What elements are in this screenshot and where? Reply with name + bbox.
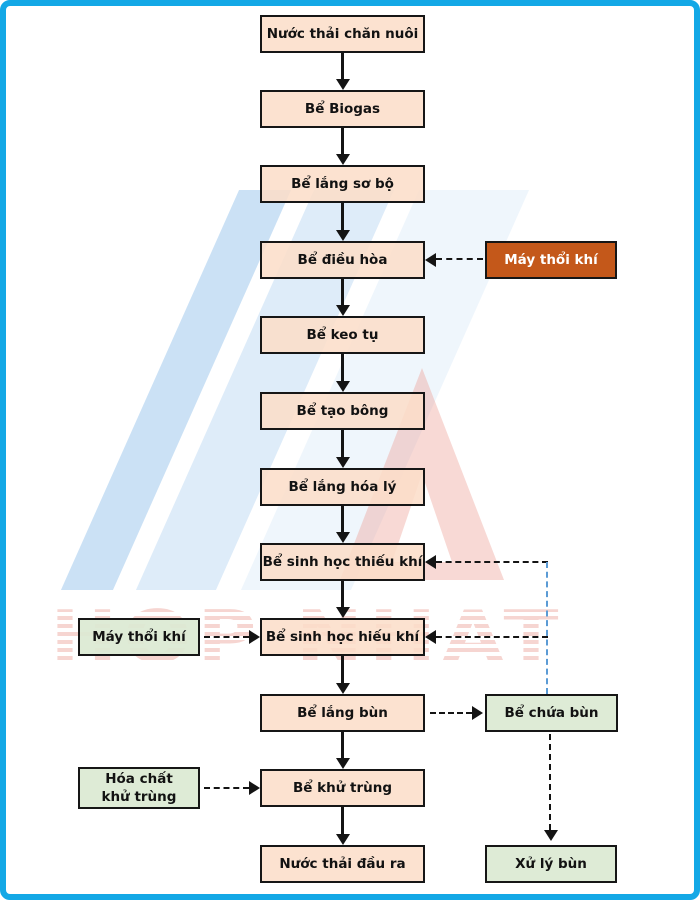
arrow-head bbox=[425, 253, 436, 267]
arrow-head bbox=[336, 532, 350, 543]
arrow-head bbox=[336, 834, 350, 845]
node-physicochemical-settling-tank: Bể lắng hóa lý bbox=[260, 468, 425, 506]
node-equalization-tank: Bể điều hòa bbox=[260, 241, 425, 279]
dashed-connector bbox=[436, 258, 483, 260]
flow-arrow bbox=[341, 279, 344, 305]
dashed-connector bbox=[549, 734, 551, 830]
node-flocculation-tank: Bể tạo bông bbox=[260, 392, 425, 430]
dashed-connector bbox=[436, 636, 548, 638]
node-effluent-output: Nước thải đầu ra bbox=[260, 845, 425, 883]
dashed-connector bbox=[436, 561, 548, 563]
node-sludge-treatment: Xử lý bùn bbox=[485, 845, 617, 883]
arrow-head bbox=[544, 830, 558, 841]
node-sludge-storage-tank: Bể chứa bùn bbox=[485, 694, 618, 732]
flow-arrow bbox=[341, 354, 344, 381]
arrow-head bbox=[336, 683, 350, 694]
node-air-blower-aerobic: Máy thổi khí bbox=[78, 618, 200, 656]
sludge-recycle-line bbox=[546, 562, 548, 694]
arrow-head bbox=[336, 758, 350, 769]
arrow-head bbox=[336, 381, 350, 392]
dashed-connector bbox=[430, 712, 472, 714]
node-livestock-wastewater: Nước thải chăn nuôi bbox=[260, 15, 425, 53]
arrow-head bbox=[336, 457, 350, 468]
dashed-connector bbox=[204, 636, 249, 638]
node-air-blower-equalization: Máy thổi khí bbox=[485, 241, 617, 279]
node-biogas-tank: Bể Biogas bbox=[260, 90, 425, 128]
flow-arrow bbox=[341, 732, 344, 758]
arrow-head bbox=[249, 781, 260, 795]
arrow-head bbox=[472, 706, 483, 720]
arrow-head bbox=[425, 630, 436, 644]
node-aerobic-bio-tank: Bể sinh học hiếu khí bbox=[260, 618, 425, 656]
flow-arrow bbox=[341, 203, 344, 230]
flow-arrow bbox=[341, 656, 344, 683]
arrow-head bbox=[336, 305, 350, 316]
dashed-connector bbox=[204, 787, 249, 789]
flow-arrow bbox=[341, 128, 344, 154]
flow-arrow bbox=[341, 53, 344, 79]
node-coagulation-tank: Bể keo tụ bbox=[260, 316, 425, 354]
arrow-head bbox=[336, 607, 350, 618]
node-sludge-settling-tank: Bể lắng bùn bbox=[260, 694, 425, 732]
arrow-head bbox=[336, 154, 350, 165]
arrow-head bbox=[249, 630, 260, 644]
node-disinfect-chemical: Hóa chất khử trùng bbox=[78, 767, 200, 809]
arrow-head bbox=[425, 555, 436, 569]
arrow-head bbox=[336, 230, 350, 241]
arrow-head bbox=[336, 79, 350, 90]
node-anoxic-bio-tank: Bể sinh học thiếu khí bbox=[260, 543, 425, 581]
flow-arrow bbox=[341, 807, 344, 834]
node-preliminary-settling-tank: Bể lắng sơ bộ bbox=[260, 165, 425, 203]
flow-arrow bbox=[341, 581, 344, 607]
node-disinfection-tank: Bể khử trùng bbox=[260, 769, 425, 807]
flow-arrow bbox=[341, 506, 344, 532]
flow-arrow bbox=[341, 430, 344, 457]
